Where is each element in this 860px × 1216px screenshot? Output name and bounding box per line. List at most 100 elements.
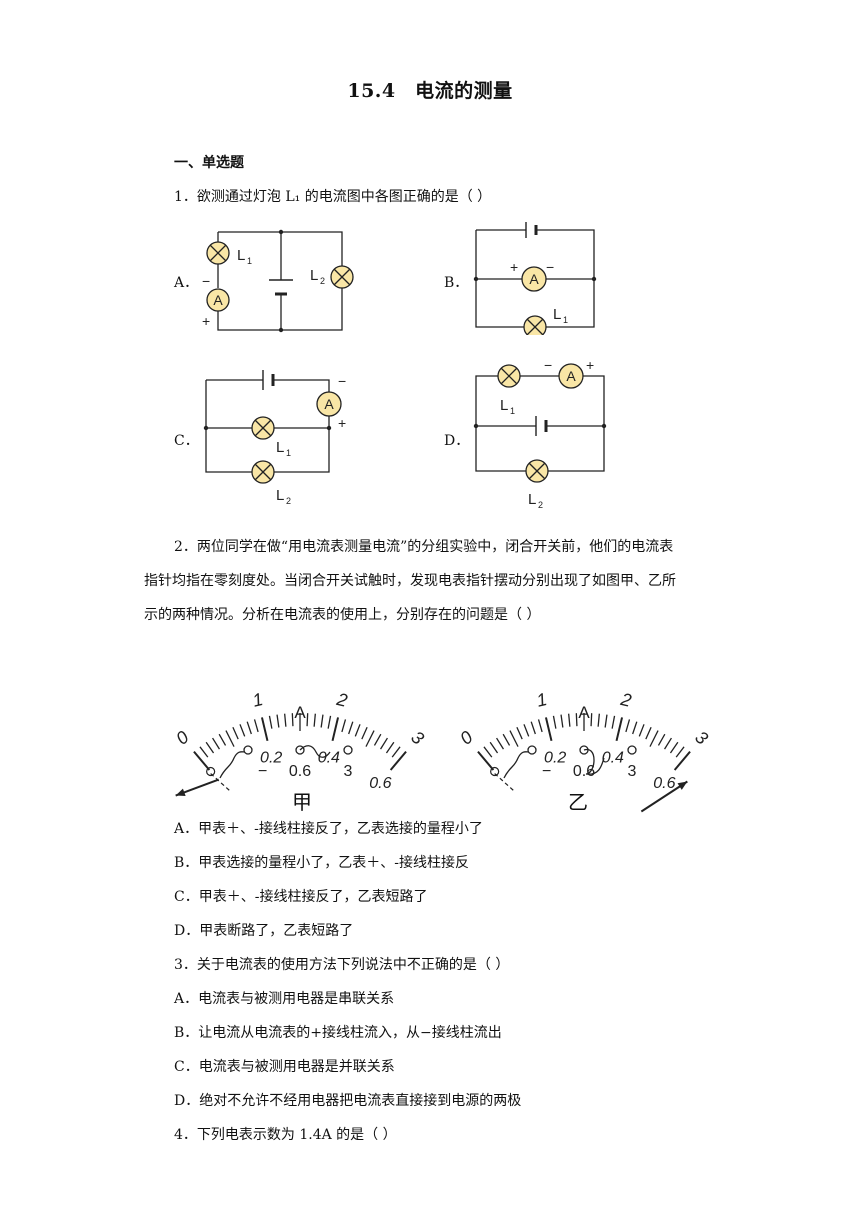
- dial-tick: [645, 727, 652, 740]
- section-heading: 一、单选题: [174, 155, 244, 171]
- dial-tick: [530, 721, 536, 735]
- dial-tick: [373, 733, 382, 746]
- dial-tick: [483, 746, 493, 758]
- wire-lead: [219, 751, 246, 779]
- dial-unit: A: [294, 703, 306, 722]
- dial-label-upper: 0: [456, 727, 477, 749]
- dial-tick: [669, 741, 679, 754]
- q2-option-b: B．甲表选接的量程小了，乙表＋、-接线柱接反: [174, 855, 470, 871]
- dial-tick: [260, 717, 269, 742]
- dial-tick: [568, 713, 571, 727]
- wire-lead: [299, 745, 331, 758]
- lamp-l2-icon: [251, 460, 275, 484]
- dial-tick: [306, 713, 309, 727]
- dial-tick: [615, 717, 624, 742]
- question-2-line-2: 指针均指在零刻度处。当闭合开关试触时，发现电表指针摆动分别出现了如图甲、乙所: [144, 573, 676, 589]
- question-2-line-1: 2．两位同学在做“用电流表测量电流”的分组实验中，闭合开关前，他们的电流表: [174, 539, 674, 555]
- dial-tick: [193, 750, 211, 771]
- dial-tick: [354, 724, 361, 737]
- dial-label-upper: 0: [172, 727, 193, 749]
- dial-label-lower: 0.6: [653, 775, 675, 792]
- wire-lead: [503, 751, 530, 779]
- dial-tick: [560, 714, 564, 728]
- dial-tick: [327, 715, 332, 729]
- dial-tick: [320, 714, 324, 728]
- q3-option-b: B．让电流从电流表的+接线柱流入，从−接线柱流出: [174, 1025, 502, 1041]
- dial-tick: [537, 719, 543, 733]
- terminal-post: [627, 745, 637, 755]
- dial-tick: [365, 730, 375, 747]
- svg-text:2: 2: [320, 276, 325, 286]
- dial-tick: [632, 721, 638, 735]
- svg-text:L: L: [528, 491, 536, 508]
- terminal-post: [527, 745, 537, 755]
- dial-tick: [673, 750, 691, 771]
- dial-tick: [611, 715, 616, 729]
- svg-text:L: L: [500, 397, 508, 414]
- lamp-l1-icon: [523, 315, 547, 335]
- q1-option-d-label: D．: [444, 433, 470, 449]
- dial-tick: [391, 746, 401, 758]
- dial-label-lower: 0.6: [369, 775, 391, 792]
- terminal-label: −: [542, 763, 551, 780]
- svg-text:A: A: [529, 271, 539, 287]
- needle-arrow-icon: [175, 788, 186, 796]
- dial-tick: [348, 721, 354, 735]
- dial-tick: [509, 730, 519, 747]
- svg-text:L: L: [276, 439, 284, 456]
- svg-text:A: A: [213, 292, 223, 308]
- dial-tick: [477, 750, 495, 771]
- svg-text:1: 1: [510, 406, 515, 416]
- dial-label-upper: 1: [251, 689, 265, 711]
- dial-label-upper: 2: [334, 689, 349, 711]
- lamp-l1-icon: [206, 241, 230, 265]
- dial-tick: [590, 713, 593, 727]
- dial-tick: [253, 719, 259, 733]
- dial-label-lower: 0.4: [602, 749, 624, 766]
- question-1-stem: 1．欲测通过灯泡 L₁ 的电流图中各图正确的是（ ）: [174, 189, 492, 205]
- svg-text:2: 2: [538, 500, 543, 510]
- wire-lead: [583, 748, 605, 775]
- dial-label-lower: 0.2: [544, 749, 566, 766]
- question-2-line-3: 示的两种情况。分析在电流表的使用上，分别存在的问题是（ ）: [144, 607, 541, 623]
- ammeter-icon: A: [206, 288, 230, 312]
- dial-tick: [331, 717, 340, 742]
- dial-tick: [199, 746, 209, 758]
- lamp-l1-icon: [497, 364, 521, 388]
- svg-text:+: +: [202, 313, 210, 329]
- dial-tick: [675, 746, 685, 758]
- pivot-mark: [490, 766, 500, 777]
- svg-text:1: 1: [286, 448, 291, 458]
- dial-tick: [225, 730, 235, 747]
- dial-tick: [284, 713, 287, 727]
- svg-text:1: 1: [563, 315, 568, 325]
- dial-tick: [291, 713, 294, 727]
- svg-text:+: +: [586, 357, 594, 373]
- svg-text:+: +: [510, 259, 518, 275]
- dial-tick: [552, 715, 557, 729]
- terminal-label: −: [258, 763, 267, 780]
- caption-yi: 乙: [568, 790, 588, 814]
- svg-text:−: −: [544, 357, 552, 373]
- dial-label-lower: 0.4: [318, 749, 340, 766]
- pivot-mark: [206, 766, 216, 777]
- dial-tick: [657, 733, 666, 746]
- dial-tick: [246, 721, 252, 735]
- q2-option-a: A．甲表＋、-接线柱接反了，乙表选接的量程小了: [174, 821, 483, 837]
- dial-label-lower: 0.2: [260, 749, 282, 766]
- dial-tick: [218, 733, 227, 746]
- svg-text:2: 2: [286, 496, 291, 506]
- terminal-label: 3: [628, 763, 637, 780]
- svg-text:+: +: [338, 415, 346, 431]
- svg-text:−: −: [546, 259, 554, 275]
- q1-option-c-label: C．: [174, 433, 199, 449]
- q2-option-c: C．甲表＋、-接线柱接反了，乙表短路了: [174, 889, 428, 905]
- svg-text:1: 1: [247, 256, 252, 266]
- dial-tick: [212, 737, 221, 750]
- svg-text:A: A: [566, 368, 576, 384]
- dial-tick: [604, 714, 608, 728]
